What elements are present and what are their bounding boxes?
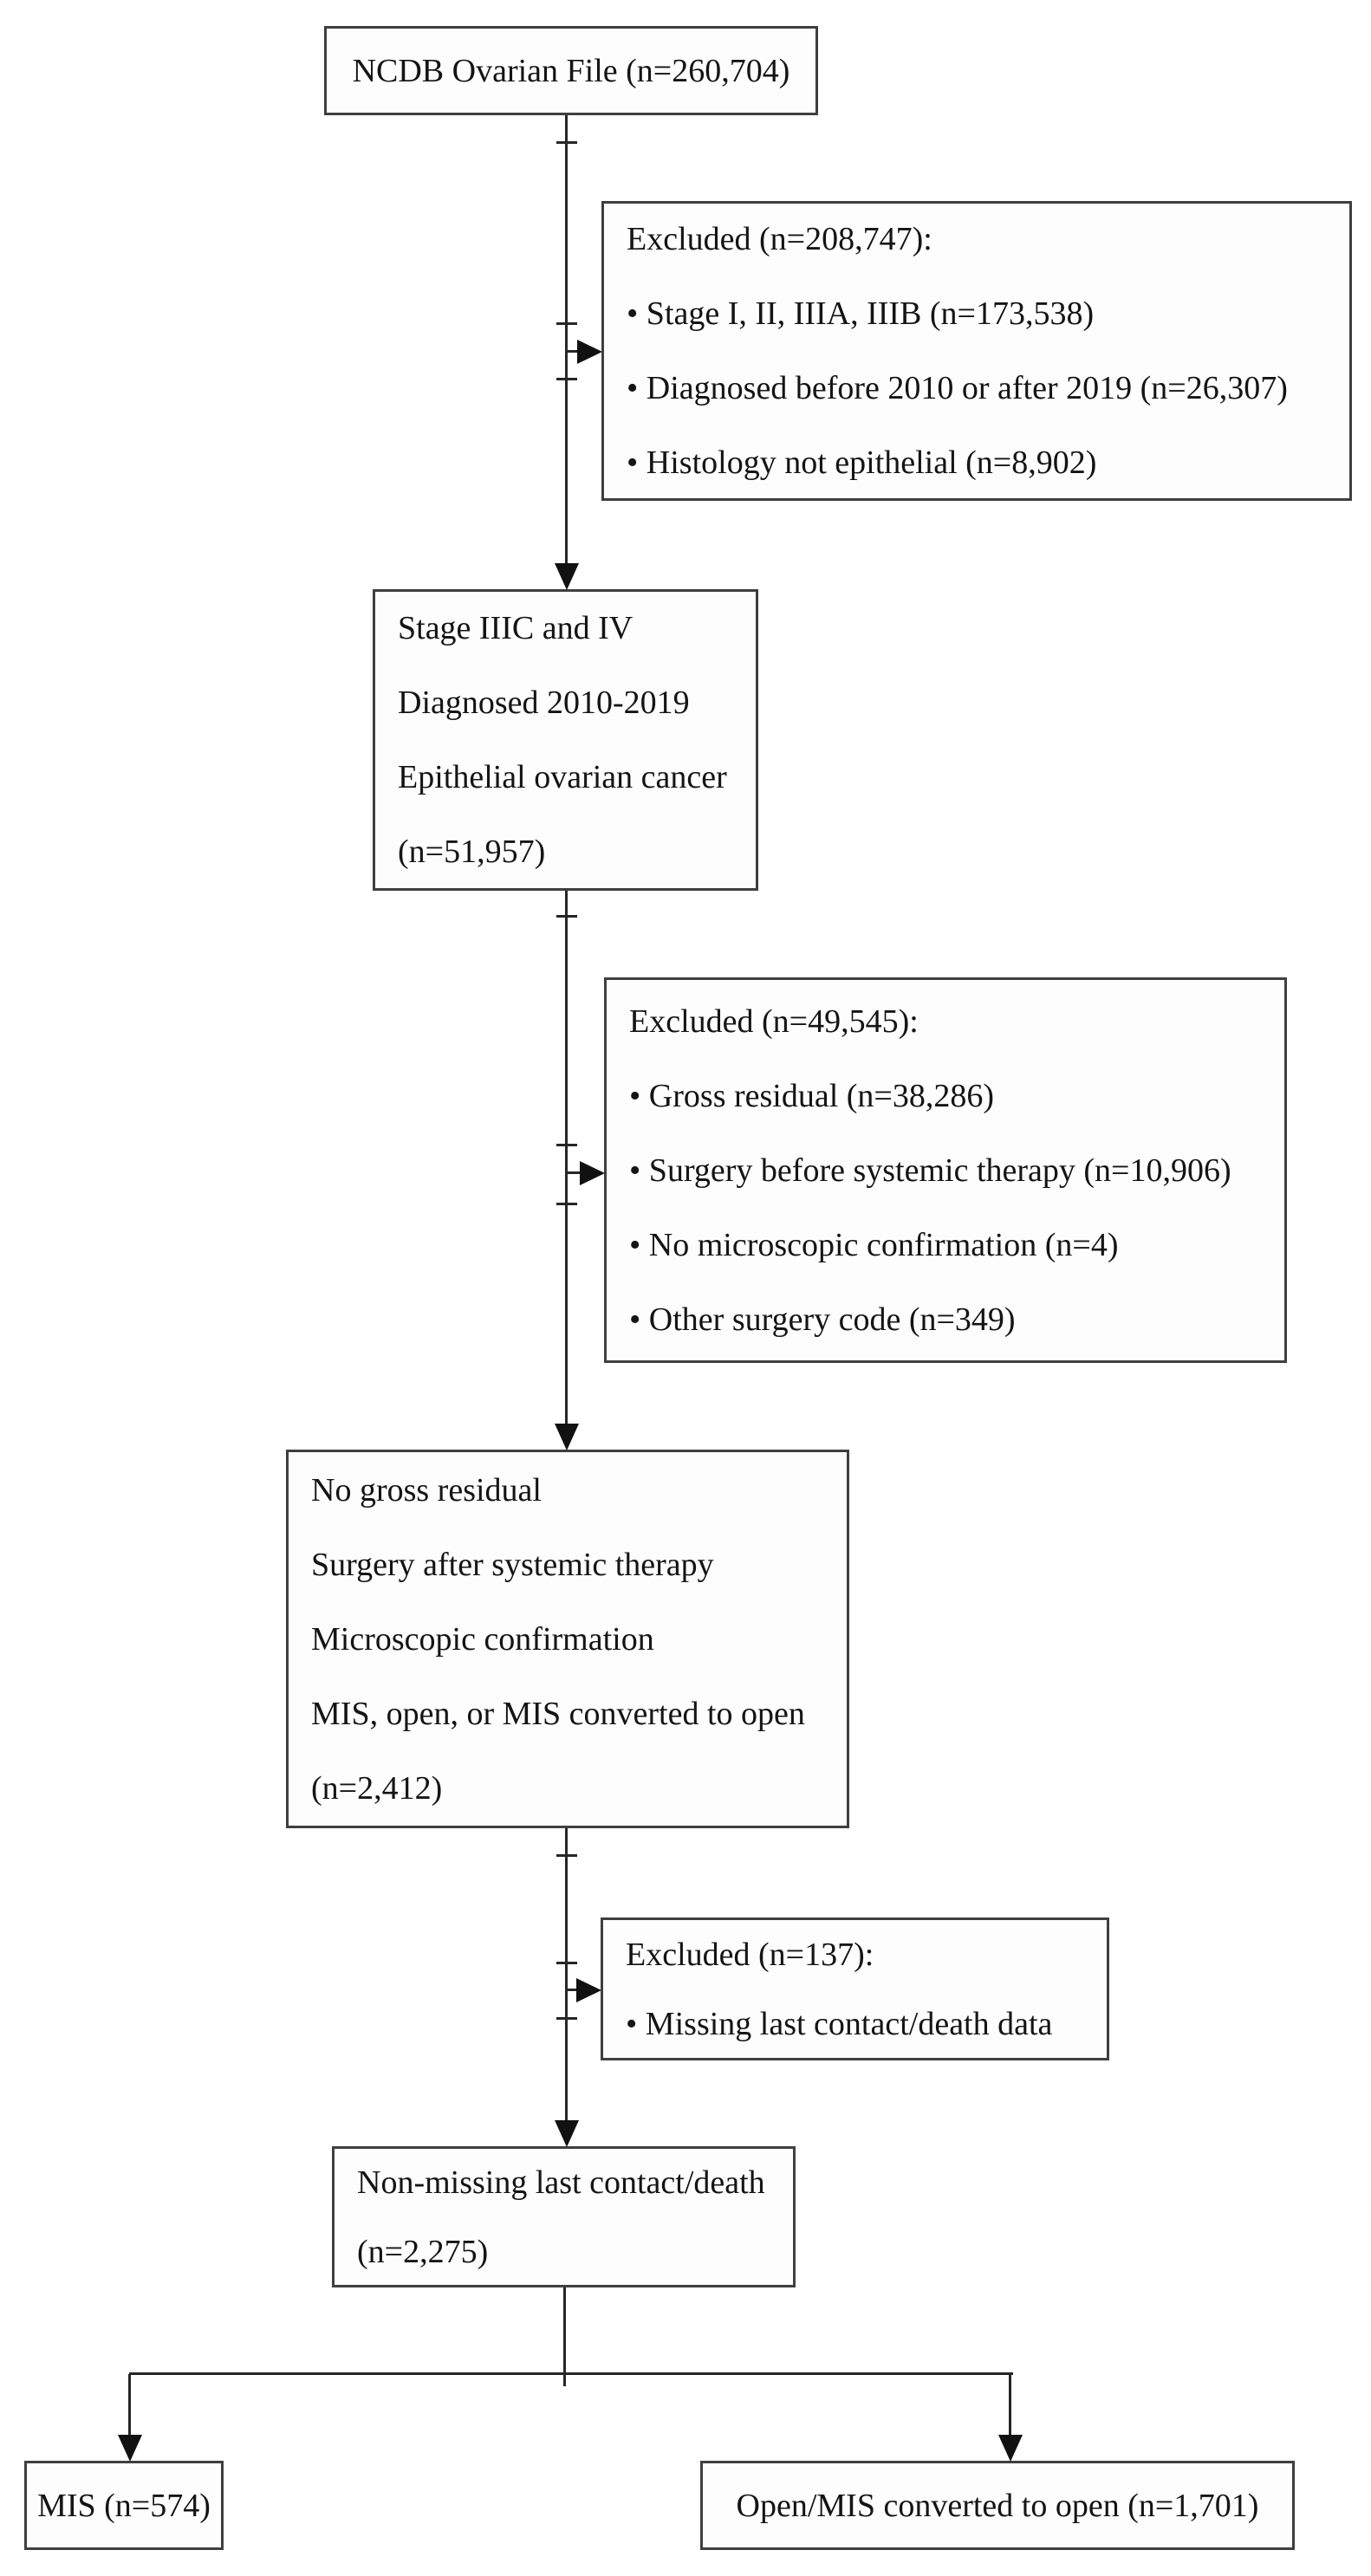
box-nonmissing-contact-cohort: Non-missing last contact/death (n=2,275) bbox=[332, 2146, 796, 2287]
arrow-right-icon bbox=[577, 340, 602, 364]
excluded-title: Excluded (n=208,747): bbox=[627, 221, 932, 257]
excluded-item: • Other surgery code (n=349) bbox=[629, 1301, 1016, 1338]
box-text-line: MIS (n=574) bbox=[37, 2487, 211, 2524]
connector-branch-to-excluded1 bbox=[566, 350, 580, 353]
connector-tick bbox=[556, 915, 577, 918]
box-text-line: Non-missing last contact/death bbox=[357, 2164, 765, 2201]
connector-tick bbox=[556, 1962, 577, 1964]
arrow-down-icon bbox=[998, 2435, 1023, 2462]
box-text-line: Surgery after systemic therapy bbox=[311, 1546, 714, 1583]
arrow-down-icon bbox=[555, 563, 579, 590]
arrow-right-icon bbox=[580, 1161, 605, 1185]
box-ncdb-ovarian-file: NCDB Ovarian File (n=260,704) bbox=[324, 26, 818, 115]
box-text-line: Epithelial ovarian cancer bbox=[398, 759, 727, 795]
box-excluded-missing-contact: Excluded (n=137): • Missing last contact… bbox=[601, 1917, 1109, 2060]
connector-cohort2-to-cohort3 bbox=[565, 1828, 568, 2120]
excluded-item: • No microscopic confirmation (n=4) bbox=[629, 1226, 1119, 1263]
box-excluded-surgery-criteria: Excluded (n=49,545): • Gross residual (n… bbox=[604, 977, 1287, 1363]
excluded-item: • Histology not epithelial (n=8,902) bbox=[627, 444, 1097, 481]
connector-tick bbox=[556, 1854, 577, 1857]
box-open-arm: Open/MIS converted to open (n=1,701) bbox=[700, 2461, 1295, 2550]
arrow-down-icon bbox=[555, 2120, 579, 2147]
connector-cohort1-to-cohort2 bbox=[565, 891, 568, 1424]
box-text-line: Diagnosed 2010-2019 bbox=[398, 685, 690, 721]
connector-tick bbox=[556, 322, 577, 325]
connector-branch-to-excluded2 bbox=[566, 1171, 582, 1174]
box-text-line: Microscopic confirmation bbox=[311, 1620, 654, 1658]
connector-split-horizontal bbox=[129, 2372, 1013, 2375]
connector-split-to-mis bbox=[128, 2374, 131, 2436]
arrow-down-icon bbox=[118, 2435, 142, 2462]
excluded-item: • Surgery before systemic therapy (n=10,… bbox=[629, 1152, 1231, 1189]
connector-root-to-cohort1 bbox=[565, 115, 568, 563]
connector-tick bbox=[556, 141, 577, 144]
box-text-line: MIS, open, or MIS converted to open bbox=[311, 1695, 805, 1732]
excluded-item: • Stage I, II, IIIA, IIIB (n=173,538) bbox=[627, 295, 1095, 332]
box-mis-arm: MIS (n=574) bbox=[24, 2461, 224, 2550]
box-text-line: Open/MIS converted to open (n=1,701) bbox=[736, 2487, 1259, 2524]
box-text-line: No gross residual bbox=[311, 1471, 542, 1509]
box-text-line: Stage IIIC and IV bbox=[398, 610, 634, 646]
arrow-right-icon bbox=[576, 1978, 601, 2002]
arrow-down-icon bbox=[555, 1424, 579, 1450]
excluded-title: Excluded (n=137): bbox=[626, 1936, 874, 1973]
connector-tick bbox=[556, 1144, 577, 1146]
connector-tick bbox=[556, 2017, 577, 2020]
box-text-line: NCDB Ovarian File (n=260,704) bbox=[352, 52, 790, 89]
excluded-item: • Gross residual (n=38,286) bbox=[629, 1077, 995, 1114]
connector-stub bbox=[563, 2375, 566, 2386]
box-stage-iiic-iv-cohort: Stage IIIC and IV Diagnosed 2010-2019 Ep… bbox=[373, 589, 758, 891]
box-count-line: (n=2,275) bbox=[357, 2233, 489, 2270]
connector-tick bbox=[556, 1203, 577, 1205]
connector-branch-to-excluded3 bbox=[566, 1989, 578, 1991]
connector-tick bbox=[556, 378, 577, 380]
excluded-item: • Diagnosed before 2010 or after 2019 (n… bbox=[627, 370, 1288, 406]
excluded-title: Excluded (n=49,545): bbox=[629, 1002, 919, 1040]
box-count-line: (n=2,412) bbox=[311, 1769, 443, 1807]
connector-cohort3-to-split bbox=[563, 2287, 566, 2375]
box-no-gross-residual-cohort: No gross residual Surgery after systemic… bbox=[286, 1450, 849, 1828]
box-excluded-stage-histology: Excluded (n=208,747): • Stage I, II, III… bbox=[601, 201, 1352, 501]
box-count-line: (n=51,957) bbox=[398, 834, 546, 870]
connector-split-to-open bbox=[1009, 2374, 1011, 2436]
excluded-item: • Missing last contact/death data bbox=[626, 2005, 1053, 2042]
